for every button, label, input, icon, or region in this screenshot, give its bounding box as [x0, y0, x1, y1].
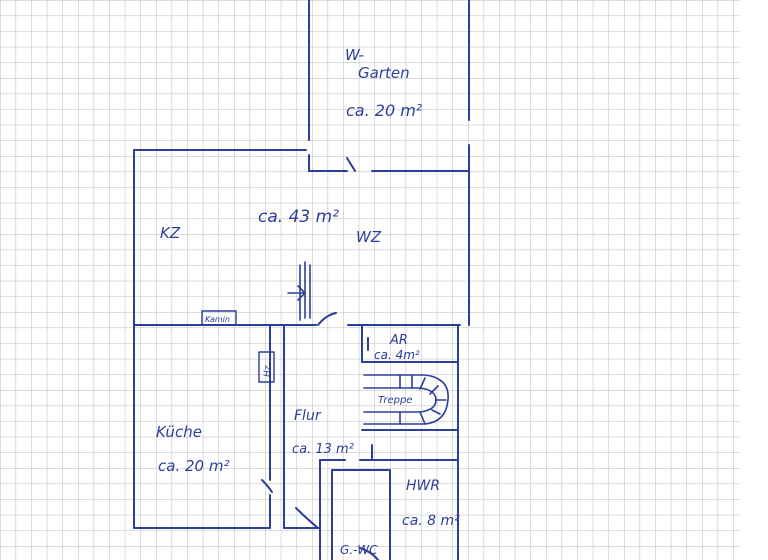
abstellraum-area: ca. 4m² [374, 348, 420, 362]
wohnzimmer-name: WZ [356, 228, 382, 246]
kueche-name: Küche [156, 423, 202, 441]
treppe-label: Treppe [378, 395, 412, 406]
living-door [317, 312, 337, 326]
staircase [363, 374, 449, 425]
hwr-area: ca. 8 m² [402, 513, 460, 529]
kamin-box [201, 310, 237, 326]
wintergarten-name-line1: W- [345, 46, 364, 64]
wintergarten-door [346, 157, 356, 172]
wintergarten-area: ca. 20 m² [346, 101, 423, 120]
door-swings [261, 157, 381, 560]
heizung-box [258, 351, 275, 383]
kamin-label: Kamin [205, 315, 230, 324]
flur-name: Flur [294, 408, 322, 424]
kinderzimmer-name: KZ [160, 224, 181, 242]
kueche-area: ca. 20 m² [158, 457, 229, 475]
wc-door [359, 547, 379, 560]
wintergarten-opening-stub [308, 144, 470, 172]
wc-inner-wall [331, 469, 391, 560]
heizung-label: Hz [263, 365, 273, 377]
wohnzimmer-area: ca. 43 m² [258, 207, 339, 227]
abstellraum-name: AR [389, 333, 408, 348]
paper-margin [740, 0, 768, 560]
hwr-name: HWR [406, 478, 440, 494]
graph-paper-grid [0, 0, 740, 560]
sliding-door-symbol [287, 261, 311, 321]
hwr-door [371, 444, 381, 461]
kitchen-door [261, 479, 273, 493]
flur-area: ca. 13 m² [292, 442, 354, 457]
wintergarten-name-line2: Garten [358, 64, 410, 82]
room-labels: W- Garten ca. 20 m² ca. 43 m² WZ KZ Kami… [156, 46, 460, 557]
gaeste-wc-name: G.-WC [340, 543, 378, 557]
flur-door [295, 507, 319, 529]
